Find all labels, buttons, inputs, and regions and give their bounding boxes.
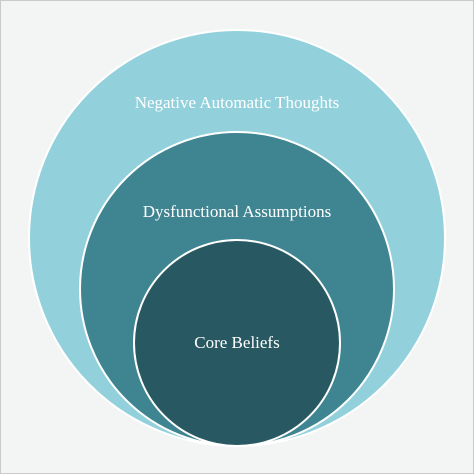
label-core-beliefs: Core Beliefs — [194, 333, 279, 352]
inner-circle-core-beliefs — [133, 239, 341, 447]
label-negative-automatic-thoughts: Negative Automatic Thoughts — [135, 93, 340, 112]
label-dysfunctional-assumptions: Dysfunctional Assumptions — [143, 202, 331, 221]
